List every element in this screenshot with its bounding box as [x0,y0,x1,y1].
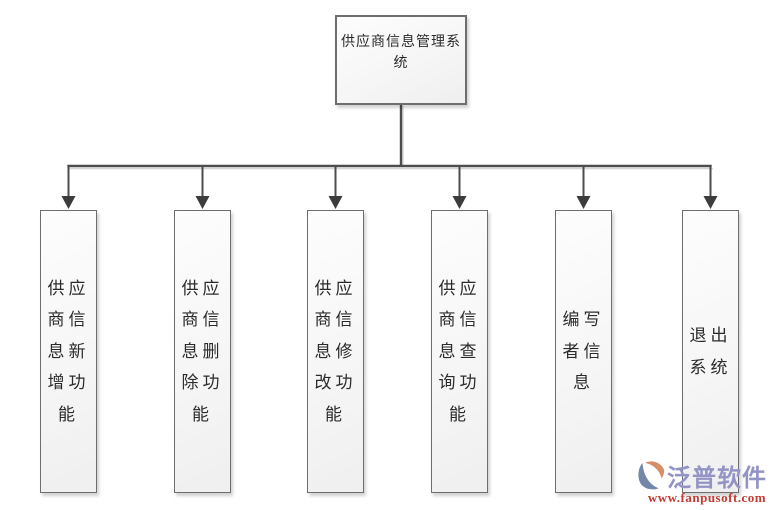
watermark-url: www.fanpusoft.com [647,490,767,505]
node-label: 供应商信息新增功能 [47,278,90,424]
node-modify-function: 供应商信息修改功能 [307,210,364,493]
node-root: 供应商信息管理系统 [335,15,467,105]
node-author-info: 编写者信息 [555,210,612,493]
arrowhead-icon [576,196,591,209]
node-root-label: 供应商信息管理系统 [341,35,461,71]
node-label: 退出系统 [689,326,732,377]
node-label: 供应商信息查询功能 [438,278,481,424]
watermark: 泛普软件 www.fanpusoft.com [637,458,777,506]
watermark-row: 泛普软件 [637,458,777,493]
node-add-function: 供应商信息新增功能 [40,210,97,493]
logo-blue-swoosh [638,462,659,490]
node-label: 供应商信息修改功能 [314,278,357,424]
fanpu-logo-icon [638,461,665,490]
node-query-function: 供应商信息查询功能 [431,210,488,493]
arrowhead-icon [328,196,343,209]
node-delete-function: 供应商信息删除功能 [174,210,231,493]
node-label: 供应商信息删除功能 [181,278,224,424]
arrowhead-icon [61,196,76,209]
watermark-brand: 泛普软件 [667,465,767,492]
arrowhead-icon [703,196,718,209]
node-exit-system: 退出系统 [682,210,739,493]
node-label: 编写者信息 [562,310,605,393]
logo-orange-swoosh [645,461,665,479]
arrowhead-icon [195,196,210,209]
arrowhead-icon [452,196,467,209]
